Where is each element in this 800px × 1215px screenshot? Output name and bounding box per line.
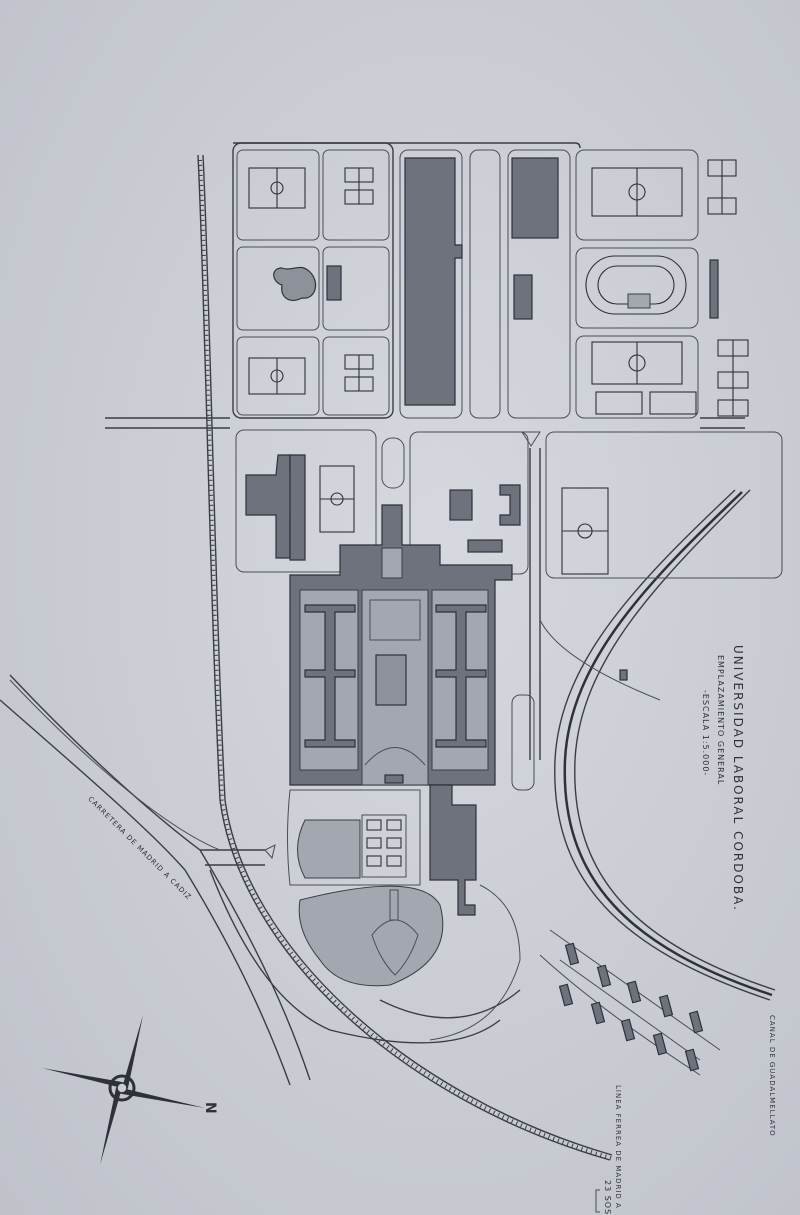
sports-blocks [232,142,699,419]
football-pitches [248,167,683,575]
residential-houses [539,929,721,1076]
margin-bracket [595,1189,600,1213]
railway-label: LINEA FERREA DE MADRID A [614,1085,622,1209]
canal [554,489,776,1001]
highway-road [0,674,311,1086]
north-label: N [202,1102,218,1115]
title-line-1: UNIVERSIDAD LABORAL CORDOBA. [731,645,745,912]
sports-halls [404,157,719,406]
small-courts [344,159,749,417]
running-track [585,255,687,315]
canal-label: CANAL DE GUADALMELLATO [768,1015,776,1137]
railway-line [197,154,613,1161]
margin-stamp: 23 SOS [603,1180,612,1215]
middle-block [235,429,783,579]
swimming-pool [273,266,317,301]
title-line-3: -ESCALA 1:5.000- [701,690,710,777]
compass-rose-icon [42,1015,205,1165]
title-line-2: EMPLAZAMIENTO GENERAL [716,655,725,786]
top-road [105,417,745,429]
main-complex [289,504,513,916]
lower-gardens [209,789,521,1044]
access-roads [429,448,661,1041]
